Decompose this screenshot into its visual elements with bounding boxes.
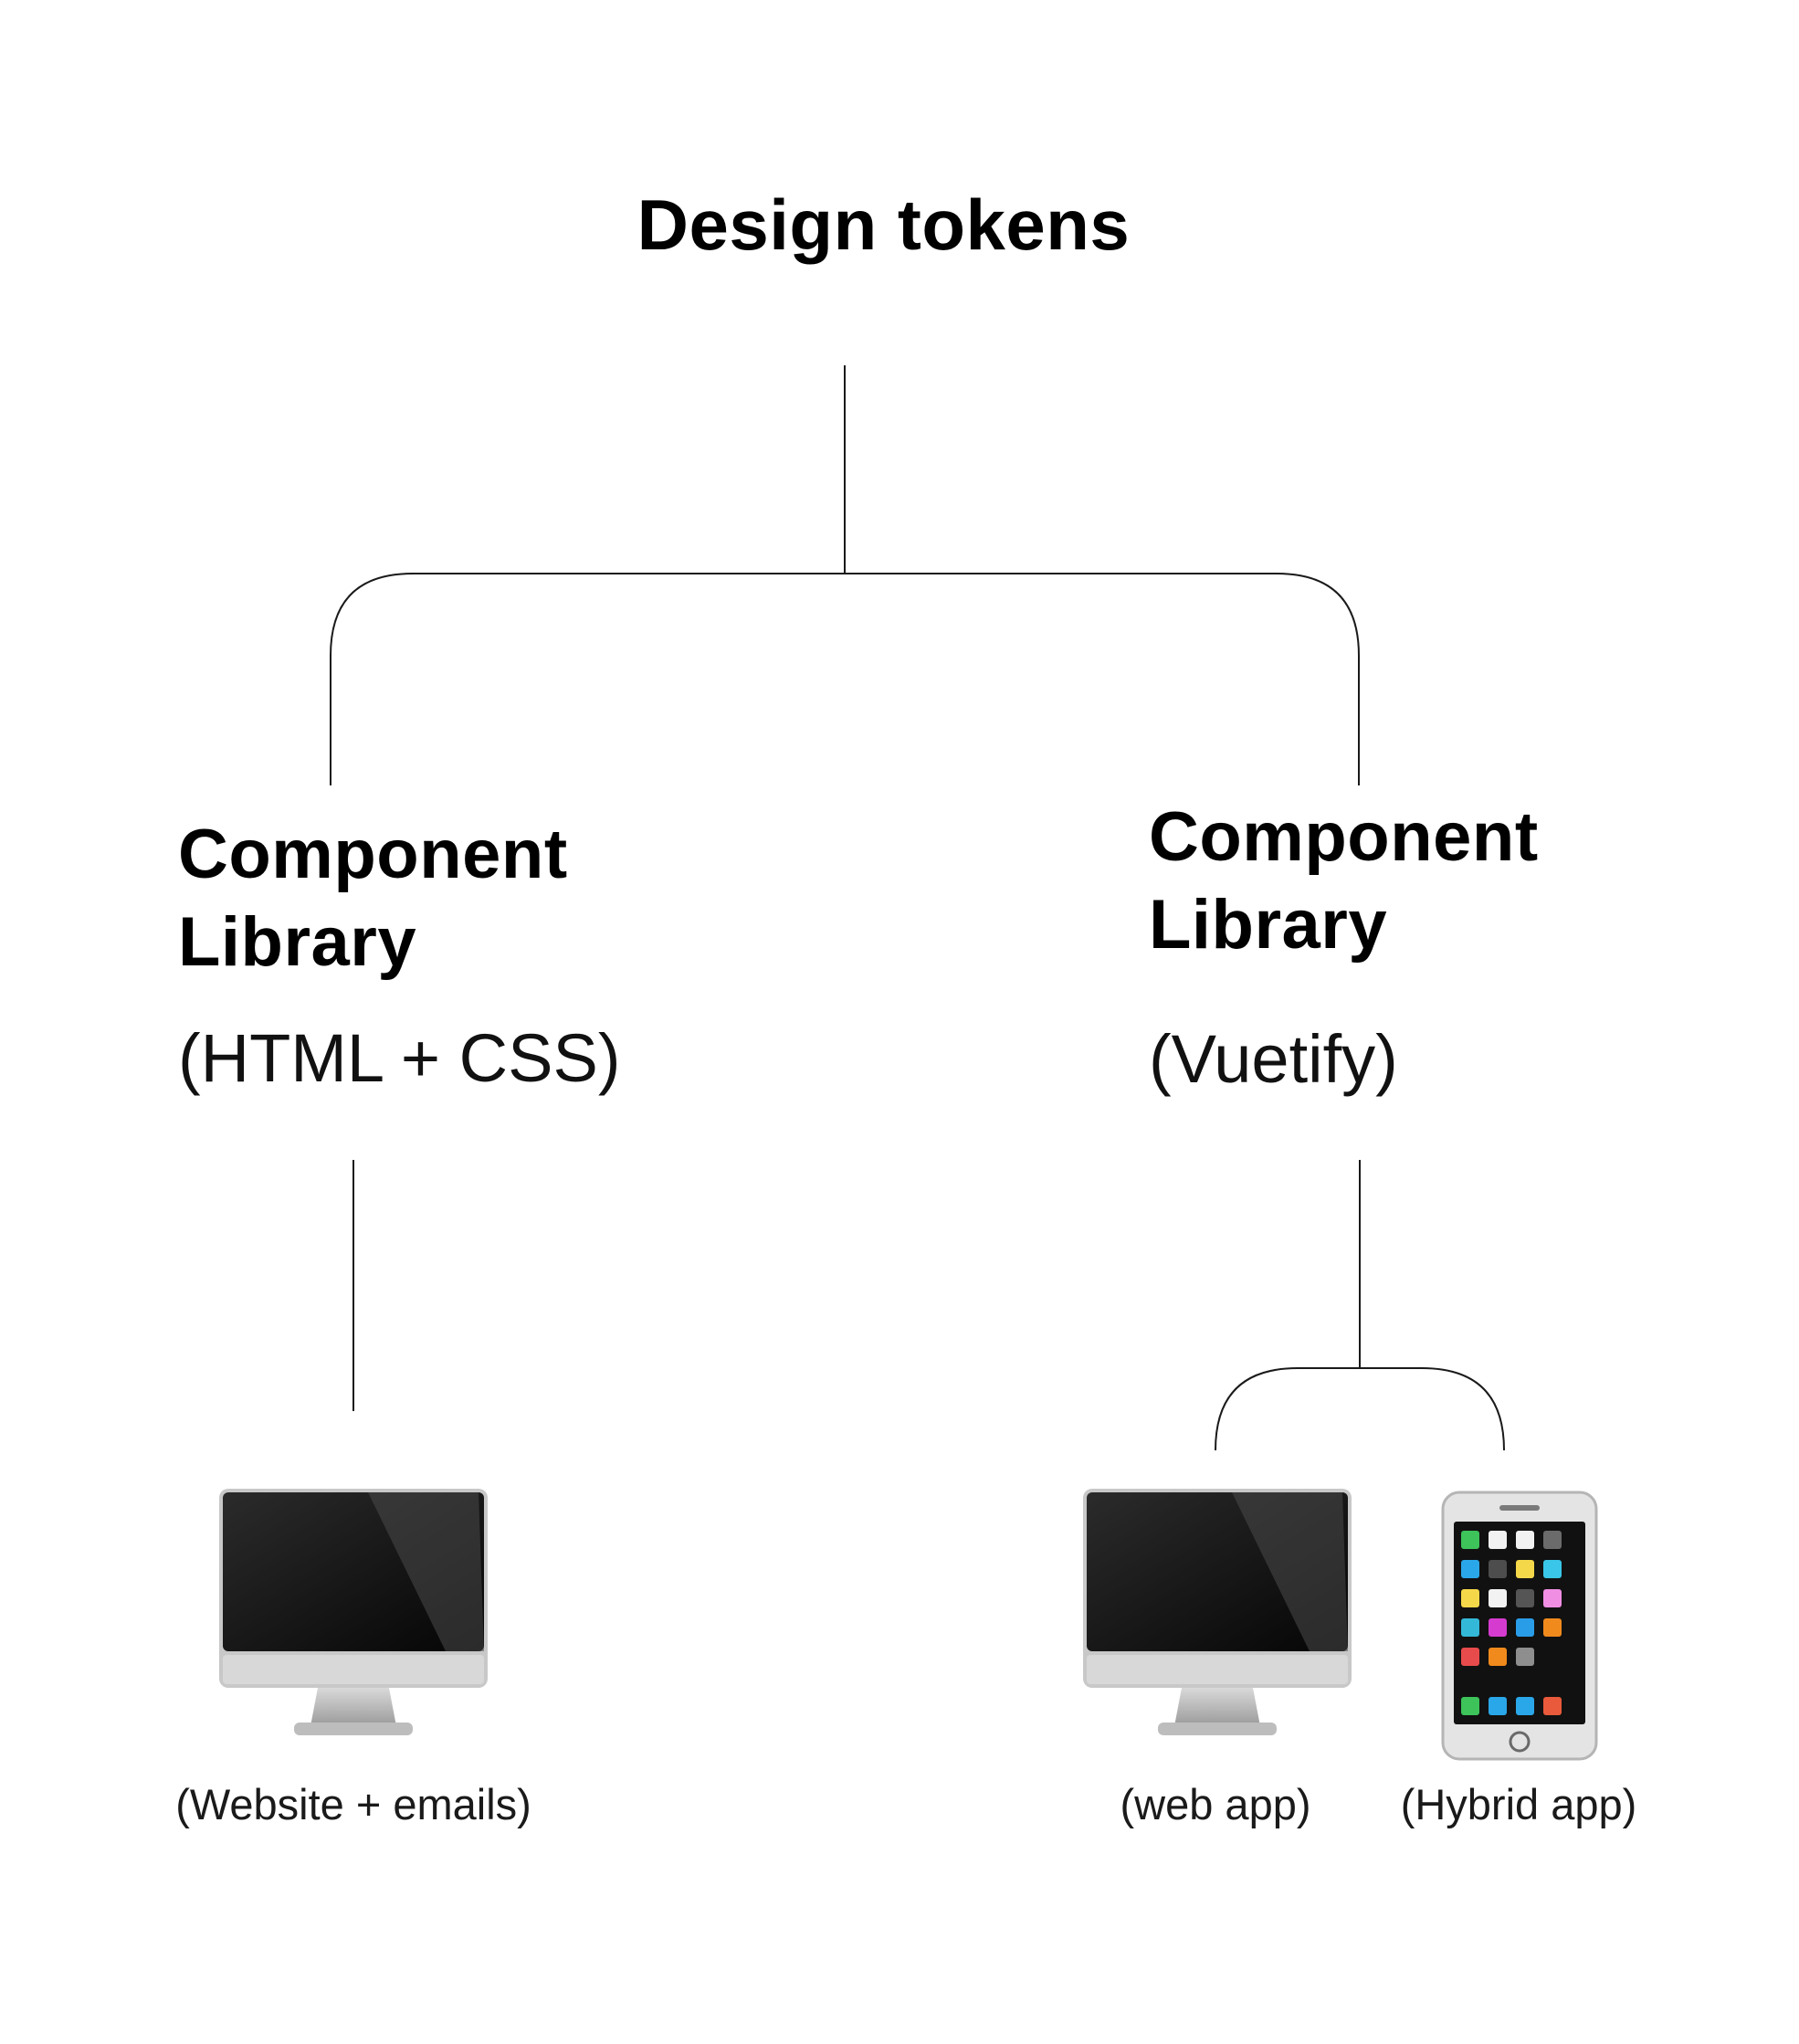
desktop-computer-icon xyxy=(219,1489,488,1735)
library-node-html-css: Component Library (HTML + CSS) xyxy=(178,811,620,1092)
top-branch-line xyxy=(330,573,1360,785)
desktop-computer-icon xyxy=(1083,1489,1352,1735)
app-grid xyxy=(1461,1531,1562,1715)
output-caption-website: (Website + emails) xyxy=(175,1780,531,1828)
diagram-title: Design tokens xyxy=(636,184,1131,265)
right-output-branch-line xyxy=(1215,1367,1505,1451)
library-node-title: Component Library xyxy=(178,816,568,981)
library-node-title: Component Library xyxy=(1149,798,1539,964)
output-caption-web-app: (web app) xyxy=(1120,1780,1311,1828)
output-caption-hybrid-app: (Hybrid app) xyxy=(1400,1780,1637,1828)
library-node-subtitle: (HTML + CSS) xyxy=(178,1020,621,1096)
library-node-subtitle: (Vuetify) xyxy=(1149,1021,1398,1097)
mobile-phone-icon xyxy=(1441,1491,1598,1761)
library-node-vuetify: Component Library (Vuetify) xyxy=(1149,794,1539,1093)
